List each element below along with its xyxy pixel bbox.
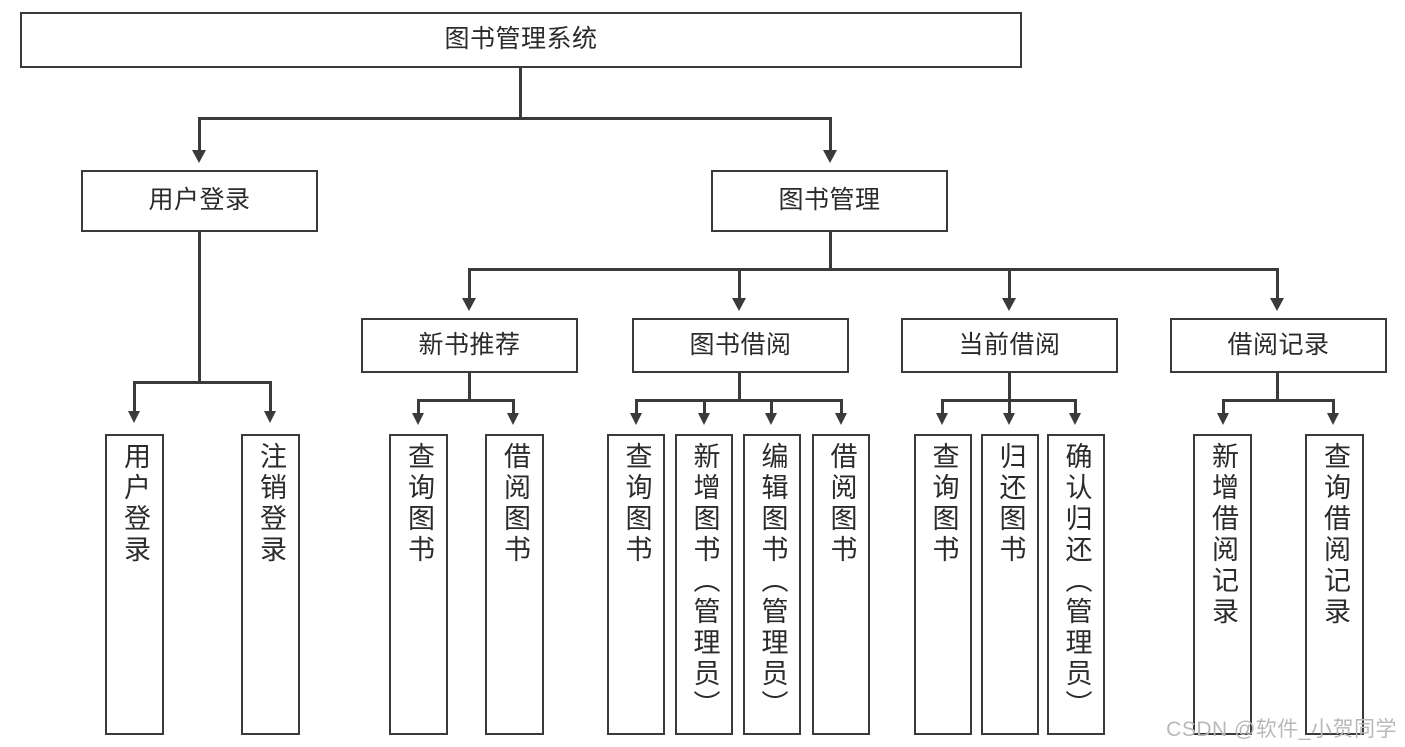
edge-drop-book-borrow [738, 268, 741, 300]
node-book-management[interactable]: 图书管理 [711, 170, 948, 232]
node-label: 查询借阅记录 [1320, 442, 1350, 628]
edge-book-borrow-stem [738, 373, 741, 401]
edge-user-login-stem [198, 232, 201, 384]
edge-book-borrow-drop-4 [840, 399, 843, 415]
edge-drop-current-borrow [1008, 268, 1011, 300]
node-label: 借阅图书 [826, 442, 857, 566]
leaf-add-book-admin[interactable]: 新增图书（管理员） [675, 434, 733, 735]
node-label: 确认归还（管理员） [1061, 442, 1092, 721]
node-label: 图书管理系统 [444, 25, 598, 54]
node-label: 归还图书 [995, 442, 1026, 566]
leaf-logout[interactable]: 注销登录 [241, 434, 300, 735]
arrowhead-query-book-1 [412, 413, 424, 425]
edge-borrow-record-bus [1222, 399, 1335, 402]
leaf-query-book-borrow[interactable]: 查询图书 [607, 434, 665, 735]
arrowhead-current-borrow [1002, 298, 1016, 311]
arrowhead-query-record [1327, 413, 1339, 425]
node-label: 图书借阅 [689, 330, 792, 359]
edge-user-login-bus [133, 381, 269, 384]
node-label: 查询图书 [404, 442, 434, 566]
arrowhead-leaf-logout [264, 411, 276, 423]
edge-to-user-login [198, 117, 201, 152]
leaf-borrow-book[interactable]: 借阅图书 [812, 434, 870, 735]
edge-book-borrow-bus [635, 399, 843, 402]
leaf-query-book-recommend[interactable]: 查询图书 [389, 434, 448, 735]
arrowhead-edit-book [765, 413, 777, 425]
edge-root-bus [198, 117, 832, 120]
leaf-return-book[interactable]: 归还图书 [981, 434, 1039, 735]
node-label: 新书推荐 [418, 330, 521, 359]
node-label: 注销登录 [256, 442, 286, 566]
edge-new-book-drop-2 [512, 399, 515, 415]
arrowhead-borrow-record [1270, 298, 1284, 311]
node-user-login[interactable]: 用户登录 [81, 170, 318, 232]
arrowhead-query-book-3 [936, 413, 948, 425]
watermark-text: CSDN @软件_小贺同学 [1166, 718, 1397, 741]
arrowhead-return-book [1003, 413, 1015, 425]
arrowhead-query-book-2 [630, 413, 642, 425]
edge-new-book-drop-1 [417, 399, 420, 415]
node-root-system[interactable]: 图书管理系统 [20, 12, 1022, 68]
edge-user-login-drop-2 [269, 381, 272, 413]
arrowhead-user-login [192, 150, 206, 163]
leaf-user-login[interactable]: 用户登录 [105, 434, 164, 735]
edge-current-borrow-drop-2 [1008, 399, 1011, 415]
edge-current-borrow-drop-3 [1074, 399, 1077, 415]
node-borrow-record[interactable]: 借阅记录 [1170, 318, 1387, 373]
arrowhead-borrow-book-1 [507, 413, 519, 425]
node-label: 借阅记录 [1227, 330, 1330, 359]
node-label: 新增借阅记录 [1208, 442, 1238, 628]
arrowhead-leaf-user-login [128, 411, 140, 423]
leaf-edit-book-admin[interactable]: 编辑图书（管理员） [743, 434, 801, 735]
arrowhead-book-borrow [732, 298, 746, 311]
edge-user-login-drop-1 [133, 381, 136, 413]
edge-new-book-bus [417, 399, 515, 402]
edge-book-manage-stem [829, 232, 832, 270]
arrowhead-confirm-return [1069, 413, 1081, 425]
edge-current-borrow-stem [1008, 373, 1011, 401]
arrowhead-add-record [1217, 413, 1229, 425]
edge-book-borrow-drop-1 [635, 399, 638, 415]
node-current-borrow[interactable]: 当前借阅 [901, 318, 1118, 373]
edge-drop-borrow-record [1276, 268, 1279, 300]
edge-drop-new-book [468, 268, 471, 300]
node-label: 图书管理 [778, 186, 881, 215]
node-label: 查询图书 [621, 442, 652, 566]
leaf-query-book-current[interactable]: 查询图书 [914, 434, 972, 735]
edge-borrow-record-drop-1 [1222, 399, 1225, 415]
node-label: 编辑图书（管理员） [757, 442, 788, 721]
node-label: 当前借阅 [958, 330, 1061, 359]
node-new-book-recommend[interactable]: 新书推荐 [361, 318, 578, 373]
arrowhead-book-manage [823, 150, 837, 163]
edge-current-borrow-drop-1 [941, 399, 944, 415]
node-label: 用户登录 [120, 442, 150, 566]
edge-book-manage-bus [468, 268, 1279, 271]
node-book-borrow[interactable]: 图书借阅 [632, 318, 849, 373]
edge-to-book-manage [829, 117, 832, 152]
leaf-query-borrow-record[interactable]: 查询借阅记录 [1305, 434, 1364, 735]
node-label: 用户登录 [148, 186, 251, 215]
leaf-borrow-book-recommend[interactable]: 借阅图书 [485, 434, 544, 735]
edge-root-stem [519, 68, 522, 118]
edge-book-borrow-drop-3 [770, 399, 773, 415]
arrowhead-add-book [698, 413, 710, 425]
node-label: 查询图书 [928, 442, 959, 566]
node-label: 新增图书（管理员） [689, 442, 720, 721]
node-label: 借阅图书 [500, 442, 530, 566]
edge-borrow-record-drop-2 [1332, 399, 1335, 415]
edge-book-borrow-drop-2 [703, 399, 706, 415]
arrowhead-new-book [462, 298, 476, 311]
leaf-add-borrow-record[interactable]: 新增借阅记录 [1193, 434, 1252, 735]
edge-new-book-stem [468, 373, 471, 401]
arrowhead-borrow-book-2 [835, 413, 847, 425]
edge-borrow-record-stem [1276, 373, 1279, 401]
leaf-confirm-return-admin[interactable]: 确认归还（管理员） [1047, 434, 1105, 735]
